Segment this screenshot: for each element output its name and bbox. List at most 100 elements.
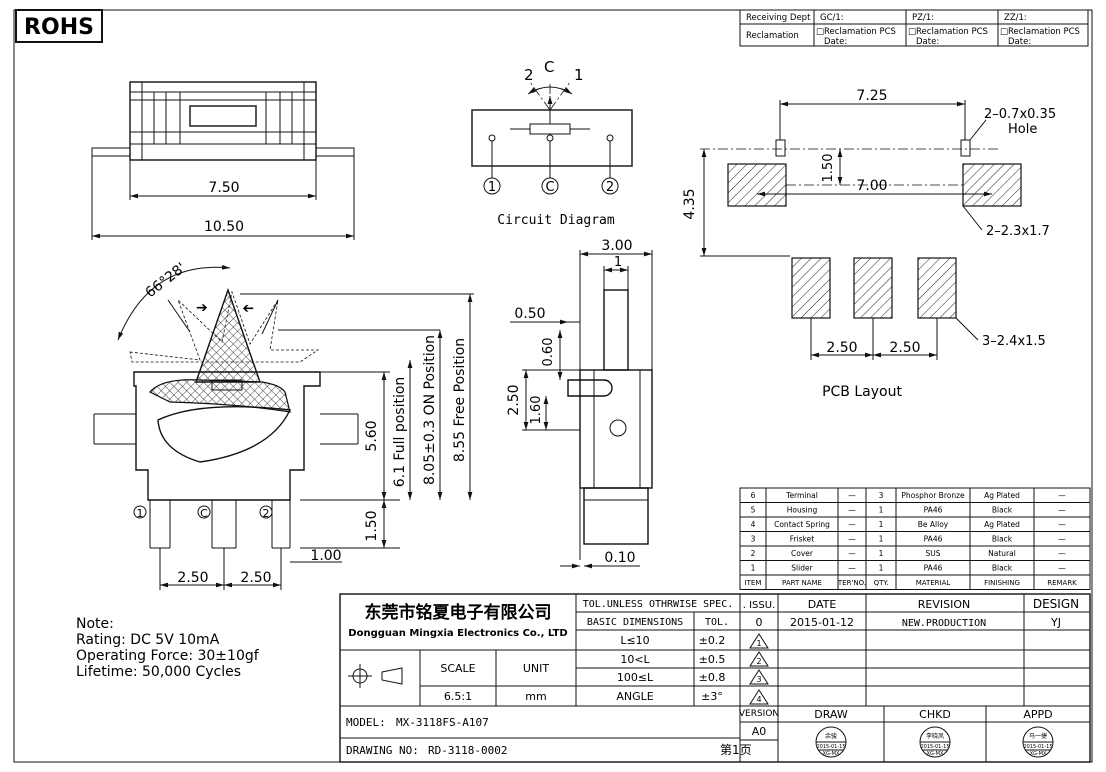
- bom-frame: [739, 487, 1091, 590]
- bom-cell-ter: —: [848, 535, 856, 544]
- rohs-badge: ROHS: [15, 9, 103, 43]
- bom-header-cell: MATERIAL: [916, 579, 951, 587]
- circuit-pin-c: C: [545, 180, 554, 195]
- bom-cell-name: Terminal: [785, 491, 818, 500]
- front-dim-5-60: 5.60: [364, 420, 380, 451]
- pcb-dim-2-50-a: 2.50: [826, 340, 857, 356]
- bom-cell-remark: —: [1058, 535, 1066, 544]
- bom-cell-qty: 1: [879, 506, 884, 515]
- tol-row-2-tol: ±0.5: [699, 653, 726, 666]
- bom-cell-finish: Black: [992, 506, 1013, 515]
- bom-cell-remark: —: [1058, 506, 1066, 515]
- stamp-chkd-date: 2015-01-15: [920, 744, 949, 750]
- bom-cell-item: 1: [751, 564, 756, 573]
- version-label: VERSION: [739, 709, 779, 719]
- bom-cell-name: Contact Spring: [774, 520, 830, 529]
- free-position-label: 8.55 Free Position: [452, 338, 468, 462]
- bom-cell-ter: —: [848, 564, 856, 573]
- end-dim-3-00: 3.00: [601, 238, 632, 254]
- receiving-dept-label: Receiving Dept: [746, 13, 811, 23]
- notes-title: Note:: [76, 616, 114, 632]
- bom-cell-name: Slider: [791, 564, 813, 573]
- stamp-chkd-name: 李晓凤: [926, 732, 944, 740]
- stamp-draw-date: 2015-01-15: [816, 744, 845, 750]
- bom-cell-remark: —: [1058, 520, 1066, 529]
- bom-header-cell: TER'NO.: [837, 579, 866, 587]
- notes-rating: Rating: DC 5V 10mA: [76, 632, 220, 648]
- rev-marker-2: 2: [756, 657, 761, 666]
- stamp-chkd: 李晓凤 2015-01-15 XG-MX: [919, 726, 951, 758]
- scale-value: 6.5:1: [444, 690, 472, 703]
- end-view: 3.00 1 0.50 0.60 2.50 1.60 0.10: [506, 238, 653, 569]
- design-value: YJ: [1050, 616, 1061, 629]
- scale-label: SCALE: [440, 662, 475, 675]
- tol-label: TOL.: [705, 617, 729, 628]
- design-label: DESIGN: [1033, 597, 1079, 611]
- draw-label: DRAW: [814, 708, 848, 721]
- svg-text:➔: ➔: [242, 300, 254, 316]
- notes: Note: Rating: DC 5V 10mA Operating Force…: [76, 616, 260, 680]
- rohs-label: ROHS: [24, 15, 94, 40]
- circuit-pin-2: 2: [606, 180, 614, 195]
- end-dim-2-50: 2.50: [506, 384, 522, 415]
- bom-cell-finish: Ag Plated: [984, 520, 1020, 529]
- date-value: 2015-01-12: [790, 616, 854, 629]
- tol-row-4-dim: ANGLE: [616, 690, 653, 703]
- dim-10-50: 10.50: [204, 219, 244, 235]
- reclamation-pcs-pz: □Reclamation PCS: [908, 27, 988, 37]
- front-dim-2-50-b: 2.50: [240, 570, 271, 586]
- tol-row-4-tol: ±3°: [701, 690, 723, 703]
- version-value: A0: [752, 725, 767, 738]
- pcb-hole-label: Hole: [1008, 122, 1037, 137]
- receiving-table: Receiving Dept GC/1: PZ/1: ZZ/1: Reclama…: [739, 9, 1089, 47]
- stamp-appd-name: 马一捷: [1029, 732, 1047, 740]
- appd-label: APPD: [1023, 708, 1052, 721]
- circuit-pos-1: 1: [574, 66, 584, 84]
- on-position-label: 8.05±0.3 ON Position: [422, 335, 438, 485]
- stamp-appd: 马一捷 2015-01-15 XG-MX: [1022, 726, 1054, 758]
- bom-header-cell: QTY.: [874, 579, 889, 587]
- revision-label: REVISION: [918, 598, 970, 611]
- bom-cell-ter: —: [848, 506, 856, 515]
- stamp-appd-date: 2015-01-15: [1023, 744, 1052, 750]
- bom-cell-finish: Black: [992, 535, 1013, 544]
- bom-header-cell: REMARK: [1047, 579, 1077, 587]
- dim-7-50: 7.50: [208, 180, 239, 196]
- tol-row-3-dim: 100≤L: [617, 671, 654, 684]
- circuit-pos-2: 2: [524, 66, 534, 84]
- bom-cell-finish: Natural: [988, 549, 1016, 558]
- circuit-pin-1: 1: [488, 180, 496, 195]
- stamp-draw-name: 余骏: [825, 732, 837, 740]
- bom-cell-material: PA46: [924, 564, 943, 573]
- front-dim-1-50: 1.50: [364, 510, 380, 541]
- issu-value: 0: [756, 616, 763, 629]
- title-block: 东莞市铭夏电子有限公司 Dongguan Mingxia Electronics…: [339, 593, 1091, 763]
- svg-text:➔: ➔: [196, 300, 208, 316]
- rev-marker-3: 3: [756, 675, 761, 684]
- bom-cell-name: Cover: [791, 549, 814, 558]
- bom-cell-qty: 1: [879, 549, 884, 558]
- pz-label: PZ/1:: [912, 13, 934, 23]
- pcb-dim-4-35: 4.35: [682, 188, 698, 219]
- pcb-dim-1-50: 1.50: [821, 154, 836, 183]
- model-value: MX-3118FS-A107: [396, 716, 489, 729]
- tol-row-1-tol: ±0.2: [699, 634, 726, 647]
- reclamation-pcs-zz: □Reclamation PCS: [1000, 27, 1080, 37]
- front-pin-2: 2: [263, 507, 270, 520]
- reclamation-label: Reclamation: [746, 31, 799, 41]
- date-label: DATE: [808, 598, 837, 611]
- stamp-draw: 余骏 2015-01-15 XG-MX: [815, 726, 847, 758]
- bom-cell-remark: —: [1058, 564, 1066, 573]
- pcb-pad-bottom-3: [917, 257, 957, 319]
- circuit-pos-c: C: [544, 58, 554, 76]
- reclamation-date-zz: Date:: [1008, 37, 1031, 47]
- notes-lifetime: Lifetime: 50,000 Cycles: [76, 664, 241, 680]
- bom-cell-material: Be Alloy: [918, 520, 949, 529]
- zz-label: ZZ/1:: [1004, 13, 1027, 23]
- bom-cell-qty: 1: [879, 564, 884, 573]
- rev-marker-4: 4: [756, 695, 761, 704]
- side-view: 7.50 10.50: [91, 81, 355, 240]
- pcb-dim-7-00: 7.00: [856, 178, 887, 194]
- pcb-pad-bottom-1: [791, 257, 831, 319]
